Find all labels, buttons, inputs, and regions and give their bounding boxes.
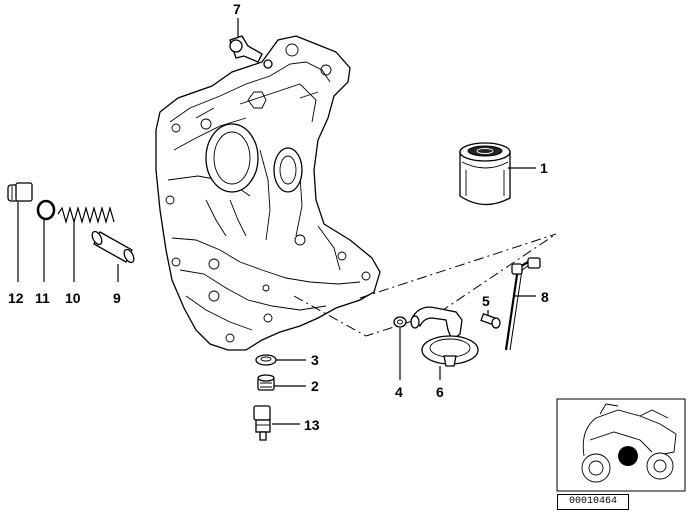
part-5-screw: [480, 312, 501, 329]
part-1-oil-filter: [459, 142, 511, 206]
engine-housing: [155, 35, 381, 351]
assembly-line-frame: [359, 233, 557, 299]
part-13-pressure-switch: [253, 405, 271, 441]
callout-3: 3: [311, 352, 319, 368]
callout-10: 10: [65, 290, 81, 306]
callout-13: 13: [304, 417, 320, 433]
callout-6: 6: [436, 384, 444, 400]
part-10-spring: [57, 205, 115, 225]
highlight-spot: [618, 446, 638, 466]
part-8-pipe: [504, 257, 541, 351]
callout-5: 5: [482, 293, 490, 309]
callout-12: 12: [8, 290, 24, 306]
part-2-drain-plug: [257, 374, 275, 391]
part-7-fitting: [229, 35, 273, 69]
motorcycle-thumbnail: [556, 398, 686, 492]
reference-number: 00010464: [557, 494, 629, 510]
part-3-seal-ring: [255, 354, 277, 366]
callout-11: 11: [35, 290, 50, 306]
part-11-seal-ring: [36, 199, 56, 221]
callout-4: 4: [395, 384, 403, 400]
callout-9: 9: [113, 290, 121, 306]
part-4-washer: [393, 316, 407, 328]
leader-lines: [17, 18, 536, 425]
callout-2: 2: [311, 378, 319, 394]
callout-8: 8: [541, 289, 549, 305]
part-6-oil-pickup: [410, 306, 479, 367]
callout-7: 7: [233, 1, 241, 17]
part-12-screw-plug: [7, 182, 33, 202]
callout-1: 1: [540, 160, 548, 176]
part-9-piston: [91, 230, 135, 264]
